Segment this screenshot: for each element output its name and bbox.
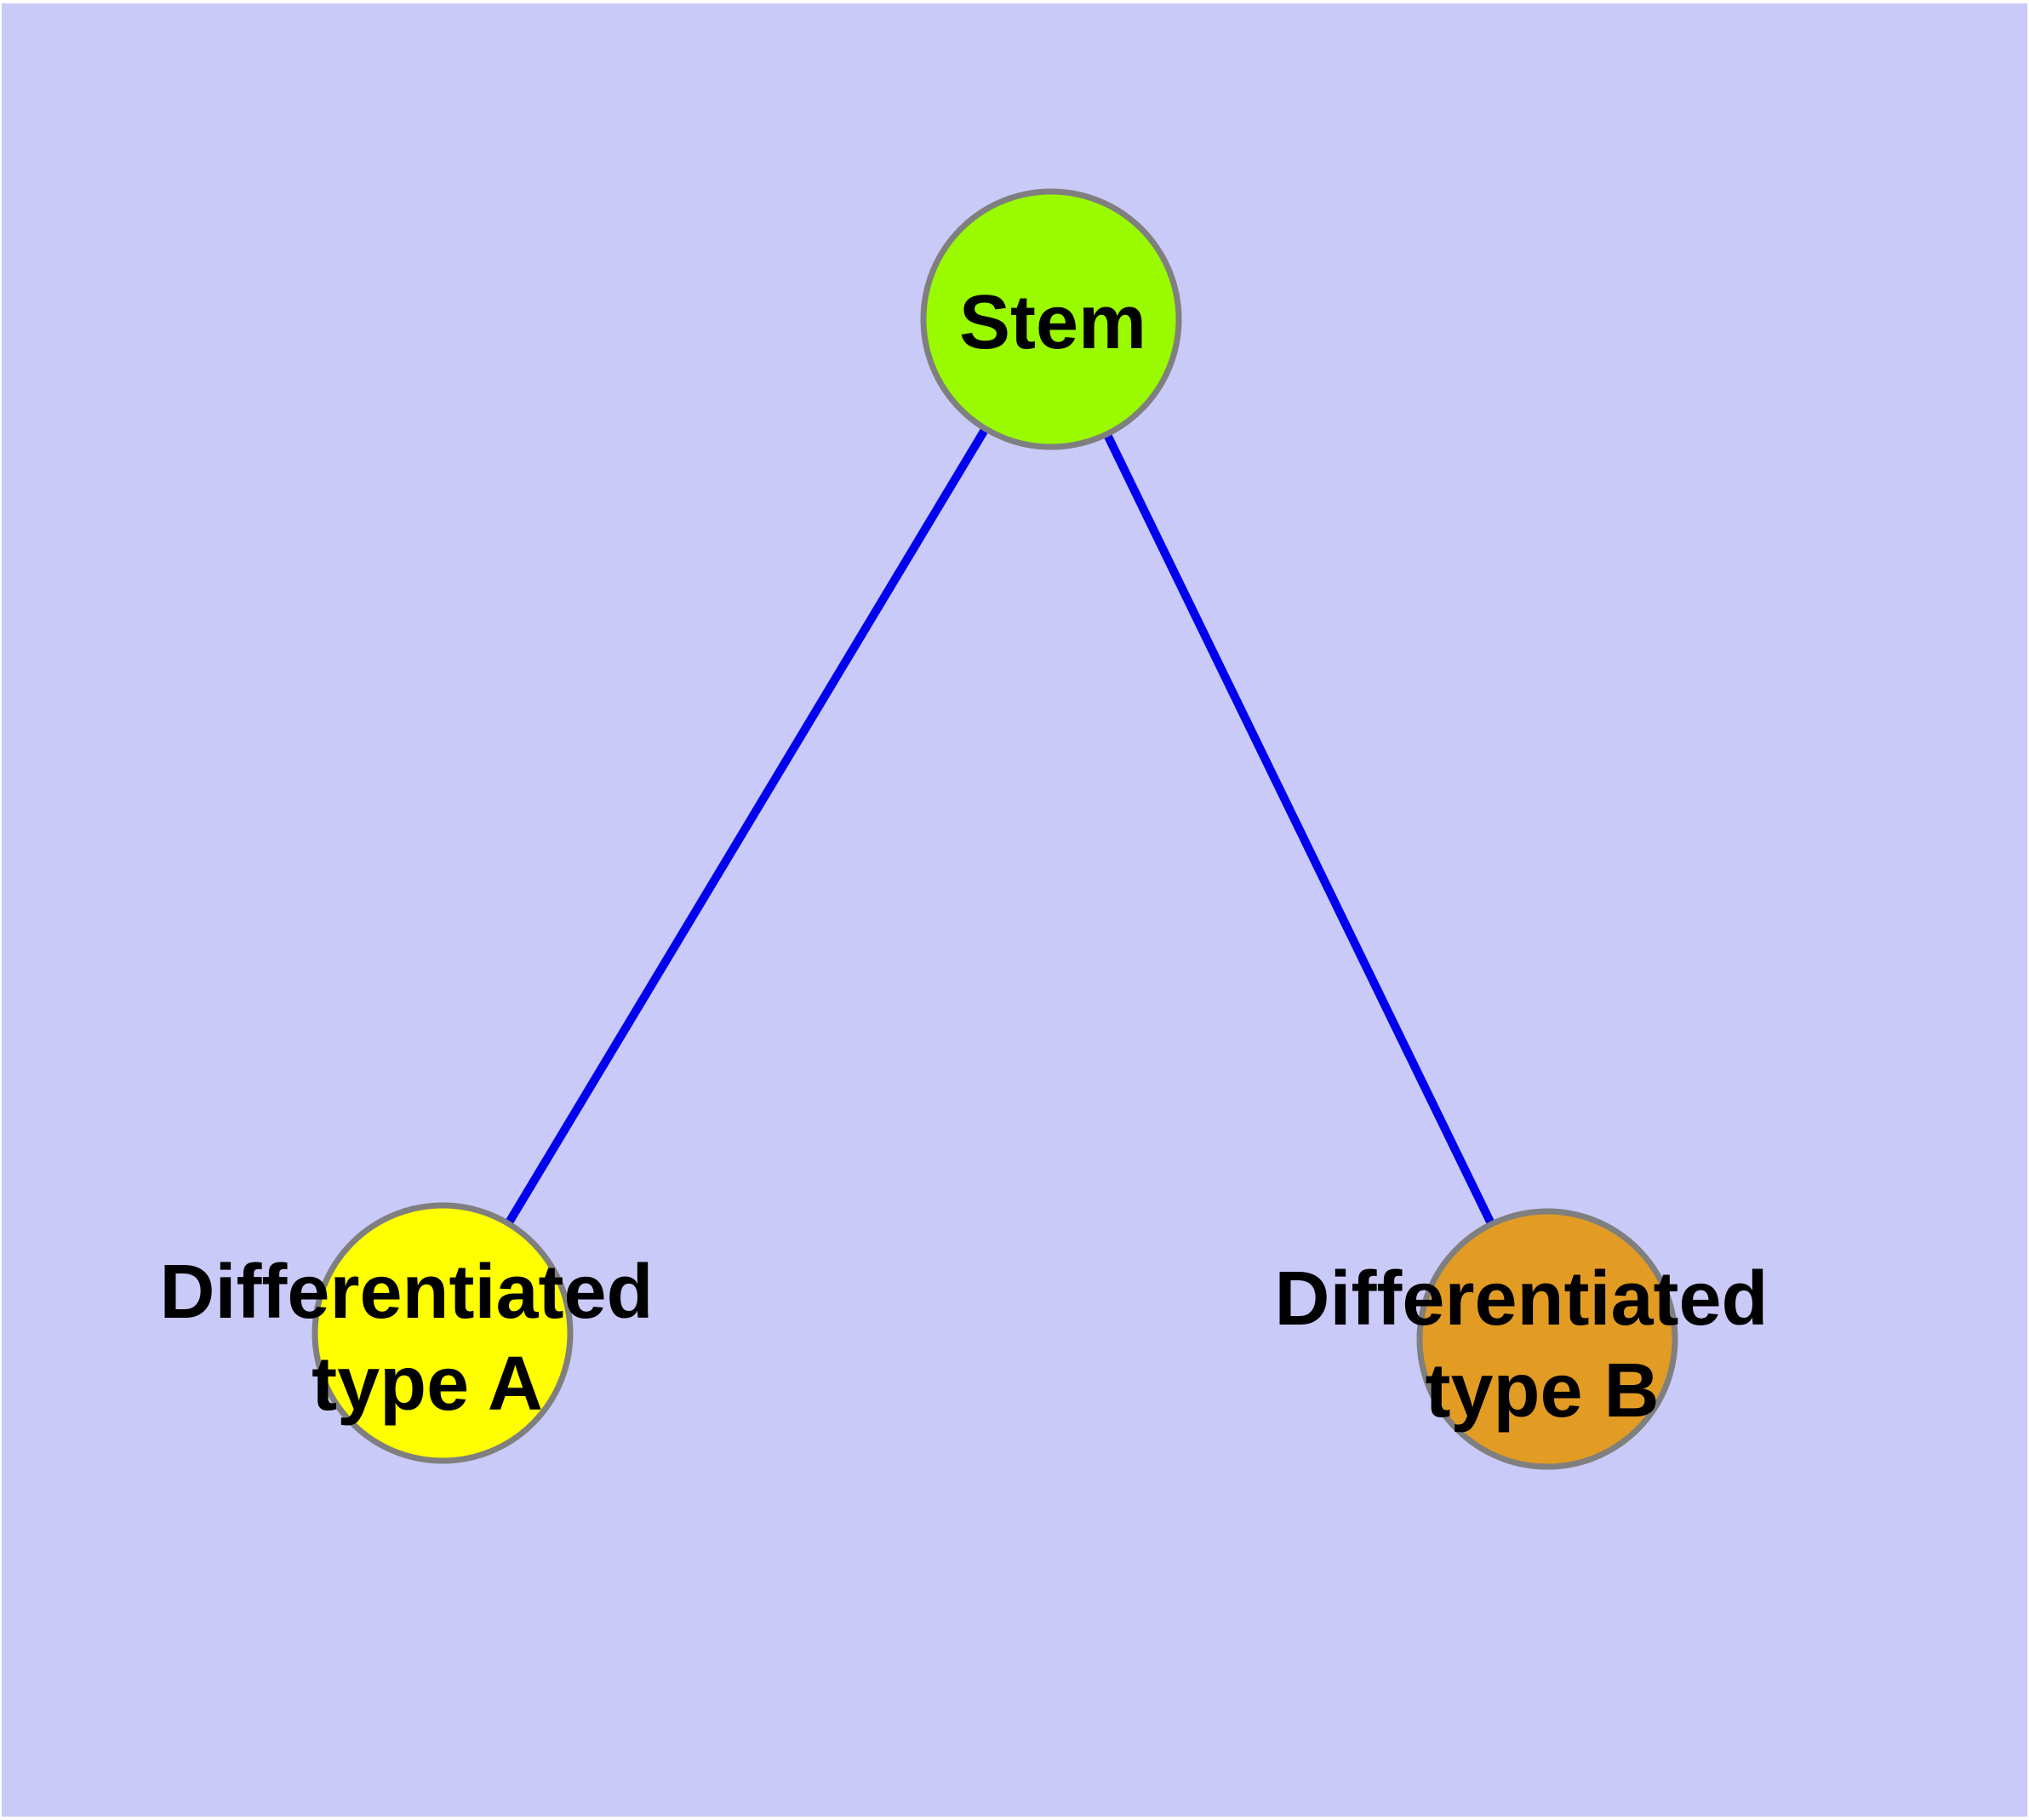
edge-stem-to-type-a xyxy=(438,317,1055,1336)
edge-group xyxy=(438,317,1552,1342)
type-a-node-label: Differentiated type A xyxy=(159,1250,674,1427)
node-type-a: Differentiated type A xyxy=(159,1202,674,1464)
stem-node-label: Stem xyxy=(959,280,1146,365)
type-b-node-label: Differentiated type B xyxy=(1274,1256,1789,1434)
stem-node-circle xyxy=(920,188,1182,450)
edge-stem-to-type-b xyxy=(1047,317,1552,1342)
type-a-label-line1: Differentiated xyxy=(159,1250,653,1335)
type-a-label-line2: type A xyxy=(311,1342,543,1427)
node-stem: Stem xyxy=(920,188,1182,450)
type-b-label-line1: Differentiated xyxy=(1274,1256,1768,1342)
node-type-b: Differentiated type B xyxy=(1274,1208,1789,1470)
type-b-node-circle xyxy=(1416,1208,1678,1470)
type-b-label-line2: type B xyxy=(1425,1348,1659,1434)
type-a-node-circle xyxy=(311,1202,574,1464)
